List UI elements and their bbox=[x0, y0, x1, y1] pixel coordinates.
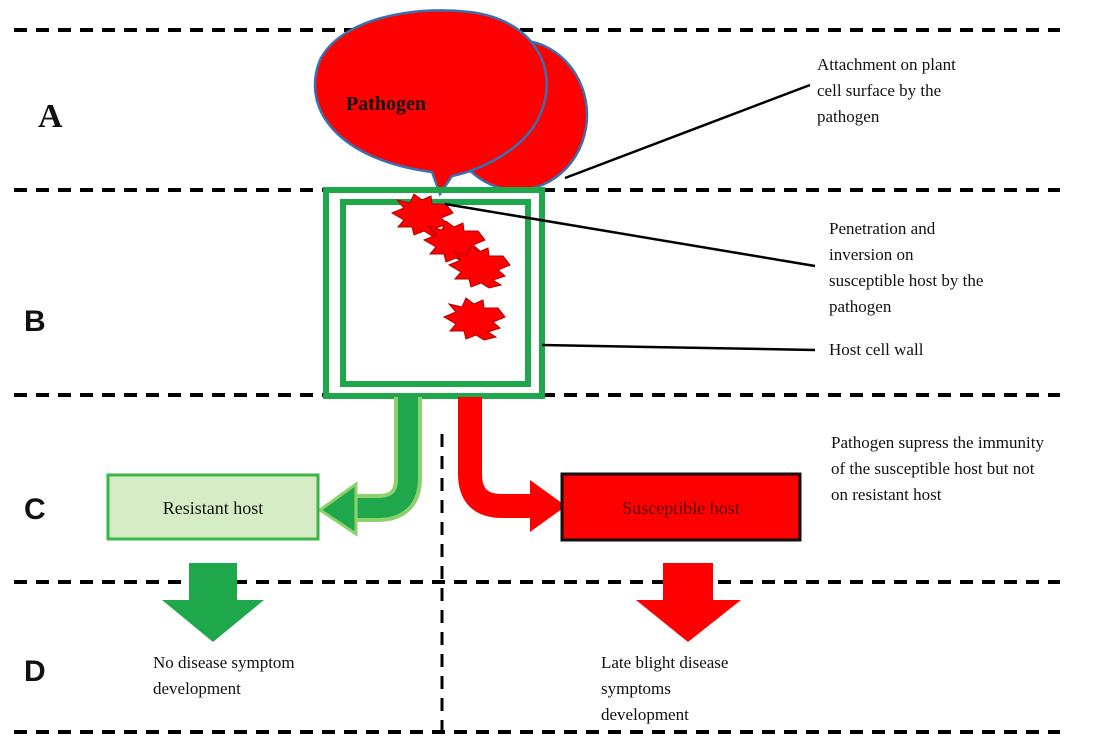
attachment-annotation: Attachment on plant cell surface by the … bbox=[817, 55, 956, 126]
resistant-arrow-shaft-core bbox=[352, 397, 418, 518]
penetration-leader-line bbox=[444, 202, 816, 268]
susceptible-arrow-head bbox=[530, 480, 566, 532]
penetration-text-line-2: inversion on bbox=[829, 245, 914, 264]
cell-wall-leader-line bbox=[541, 343, 816, 352]
susceptible-outcome-line-1: Late blight disease bbox=[601, 653, 728, 672]
invading-cell-3 bbox=[447, 245, 511, 289]
resistant-host-label: Resistant host bbox=[163, 498, 264, 518]
penetration-text-line-4: pathogen bbox=[829, 297, 892, 316]
resistant-arrow-head bbox=[317, 481, 358, 537]
susceptible-outcome-arrow bbox=[636, 563, 741, 642]
susceptible-path-arrow bbox=[458, 397, 566, 532]
resistant-host-box: Resistant host bbox=[106, 473, 320, 541]
invading-pathogen-cells bbox=[390, 193, 511, 341]
immunity-text-line-1: Pathogen supress the immunity bbox=[831, 433, 1044, 452]
resistant-host-rect bbox=[106, 473, 320, 541]
penetration-text-line-3: susceptible host by the bbox=[829, 271, 983, 290]
stage-label-b: B bbox=[24, 305, 46, 338]
pathogen-label: Pathogen bbox=[346, 93, 426, 115]
resistant-outcome: No disease symptom development bbox=[153, 653, 295, 698]
invading-cell-4 bbox=[442, 297, 506, 341]
resistant-outcome-line-1: No disease symptom bbox=[153, 653, 295, 672]
immunity-text-line-2: of the susceptible host but not bbox=[831, 459, 1035, 478]
cell-wall-annotation: Host cell wall bbox=[829, 340, 924, 359]
attachment-text-line-1: Attachment on plant bbox=[817, 55, 956, 74]
susceptible-host-label: Susceptible host bbox=[622, 498, 740, 518]
susceptible-outcome-line-3: development bbox=[601, 705, 689, 724]
stage-label-d: D bbox=[24, 655, 46, 688]
susceptible-host-rect bbox=[560, 472, 802, 542]
immunity-text-line-3: on resistant host bbox=[831, 485, 942, 504]
pathogen-body bbox=[313, 9, 548, 197]
resistant-outcome-arrow bbox=[162, 563, 264, 642]
penetration-annotation: Penetration and inversion on susceptible… bbox=[829, 219, 983, 316]
leader-lines bbox=[444, 83, 816, 352]
host-cell-wall-outer bbox=[323, 187, 545, 399]
resistant-path-arrow bbox=[317, 397, 422, 537]
stage-label-a: A bbox=[38, 98, 63, 135]
penetration-text-line-1: Penetration and bbox=[829, 219, 936, 238]
immunity-annotation: Pathogen supress the immunity of the sus… bbox=[831, 433, 1044, 504]
resistant-outcome-line-2: development bbox=[153, 679, 241, 698]
susceptible-host-box: Susceptible host bbox=[560, 472, 802, 542]
attachment-text-line-3: pathogen bbox=[817, 107, 880, 126]
attachment-leader-line bbox=[564, 83, 811, 180]
susceptible-outcome: Late blight disease symptoms development bbox=[601, 653, 728, 724]
stage-label-c: C bbox=[24, 493, 46, 526]
susceptible-arrow-shaft bbox=[458, 397, 532, 518]
susceptible-outcome-line-2: symptoms bbox=[601, 679, 671, 698]
attachment-text-line-2: cell surface by the bbox=[817, 81, 941, 100]
